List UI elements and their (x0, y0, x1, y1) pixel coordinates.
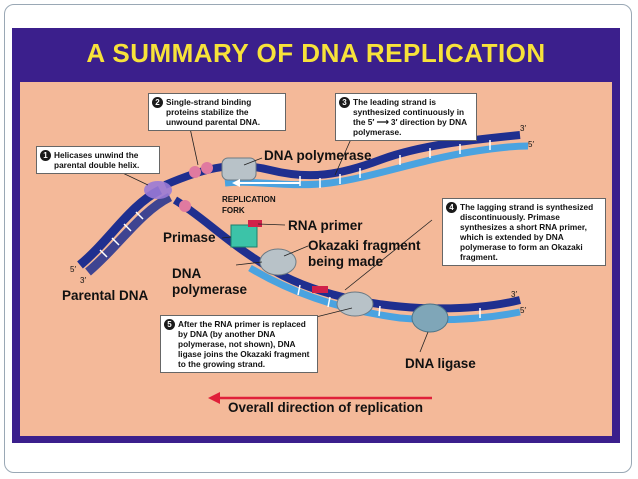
end-left-3: 3′ (80, 276, 86, 285)
parental-strand-b (85, 192, 173, 276)
end-left-5: 5′ (70, 265, 76, 274)
step-3-box: 3 The leading strand is synthesized cont… (335, 93, 477, 141)
label-rna-primer: RNA primer (288, 218, 363, 233)
dna-polymerase-leading (221, 157, 257, 181)
label-dna-polymerase-left: DNA polymerase (172, 266, 248, 297)
step-4-text: The lagging strand is synthesized discon… (460, 202, 594, 262)
dna-ligase (411, 303, 449, 333)
ssb-protein (189, 166, 201, 178)
step-2-box: 2 Single-strand binding proteins stabili… (148, 93, 286, 131)
lagging-new-strand (248, 264, 521, 324)
dna-polymerase-lagging (336, 291, 374, 317)
label-dna-polymerase-top: DNA polymerase (264, 148, 372, 163)
ssb-protein (179, 200, 191, 212)
end-topright-5: 5′ (528, 140, 534, 149)
rna-primer (312, 286, 328, 293)
label-replication-fork: REPLICATION FORK (222, 195, 276, 215)
step-1-box: 1 Helicases unwind the parental double h… (36, 146, 160, 174)
step-1-text: Helicases unwind the parental double hel… (54, 150, 140, 170)
ssb-protein (201, 162, 213, 174)
step-5-box: 5 After the RNA primer is replaced by DN… (160, 315, 318, 373)
figure-title: A SUMMARY OF DNA REPLICATION (86, 38, 546, 68)
step-4-number: 4 (446, 202, 457, 213)
direction-arrow-head (208, 392, 220, 404)
label-dna-ligase: DNA ligase (405, 356, 476, 371)
label-okazaki: Okazaki fragment being made (308, 238, 421, 269)
step-3-number: 3 (339, 97, 350, 108)
lagging-parental-strand (172, 196, 521, 313)
step-5-text: After the RNA primer is replaced by DNA … (178, 319, 310, 369)
label-primase: Primase (163, 230, 216, 245)
step-3-text: The leading strand is synthesized contin… (353, 97, 467, 137)
leading-parental-strand (163, 131, 521, 189)
step-1-number: 1 (40, 150, 51, 161)
label-parental-dna: Parental DNA (62, 288, 149, 303)
step-2-text: Single-strand binding proteins stabilize… (166, 97, 261, 127)
end-topright-3: 3′ (520, 124, 526, 133)
pointer-lines (111, 127, 433, 353)
step-4-box: 4 The lagging strand is synthesized disc… (442, 198, 606, 266)
helicase (144, 181, 172, 199)
base-pair-rungs (99, 140, 491, 319)
step-2-number: 2 (152, 97, 163, 108)
label-overall-direction: Overall direction of replication (228, 400, 424, 415)
leading-arrow-head (232, 179, 240, 187)
end-lowright-3: 3′ (511, 290, 517, 299)
step-5-number: 5 (164, 319, 175, 330)
primase (230, 224, 258, 248)
rna-primer (248, 220, 262, 227)
end-lowright-5: 5′ (520, 306, 526, 315)
parental-strand-a (77, 185, 163, 269)
